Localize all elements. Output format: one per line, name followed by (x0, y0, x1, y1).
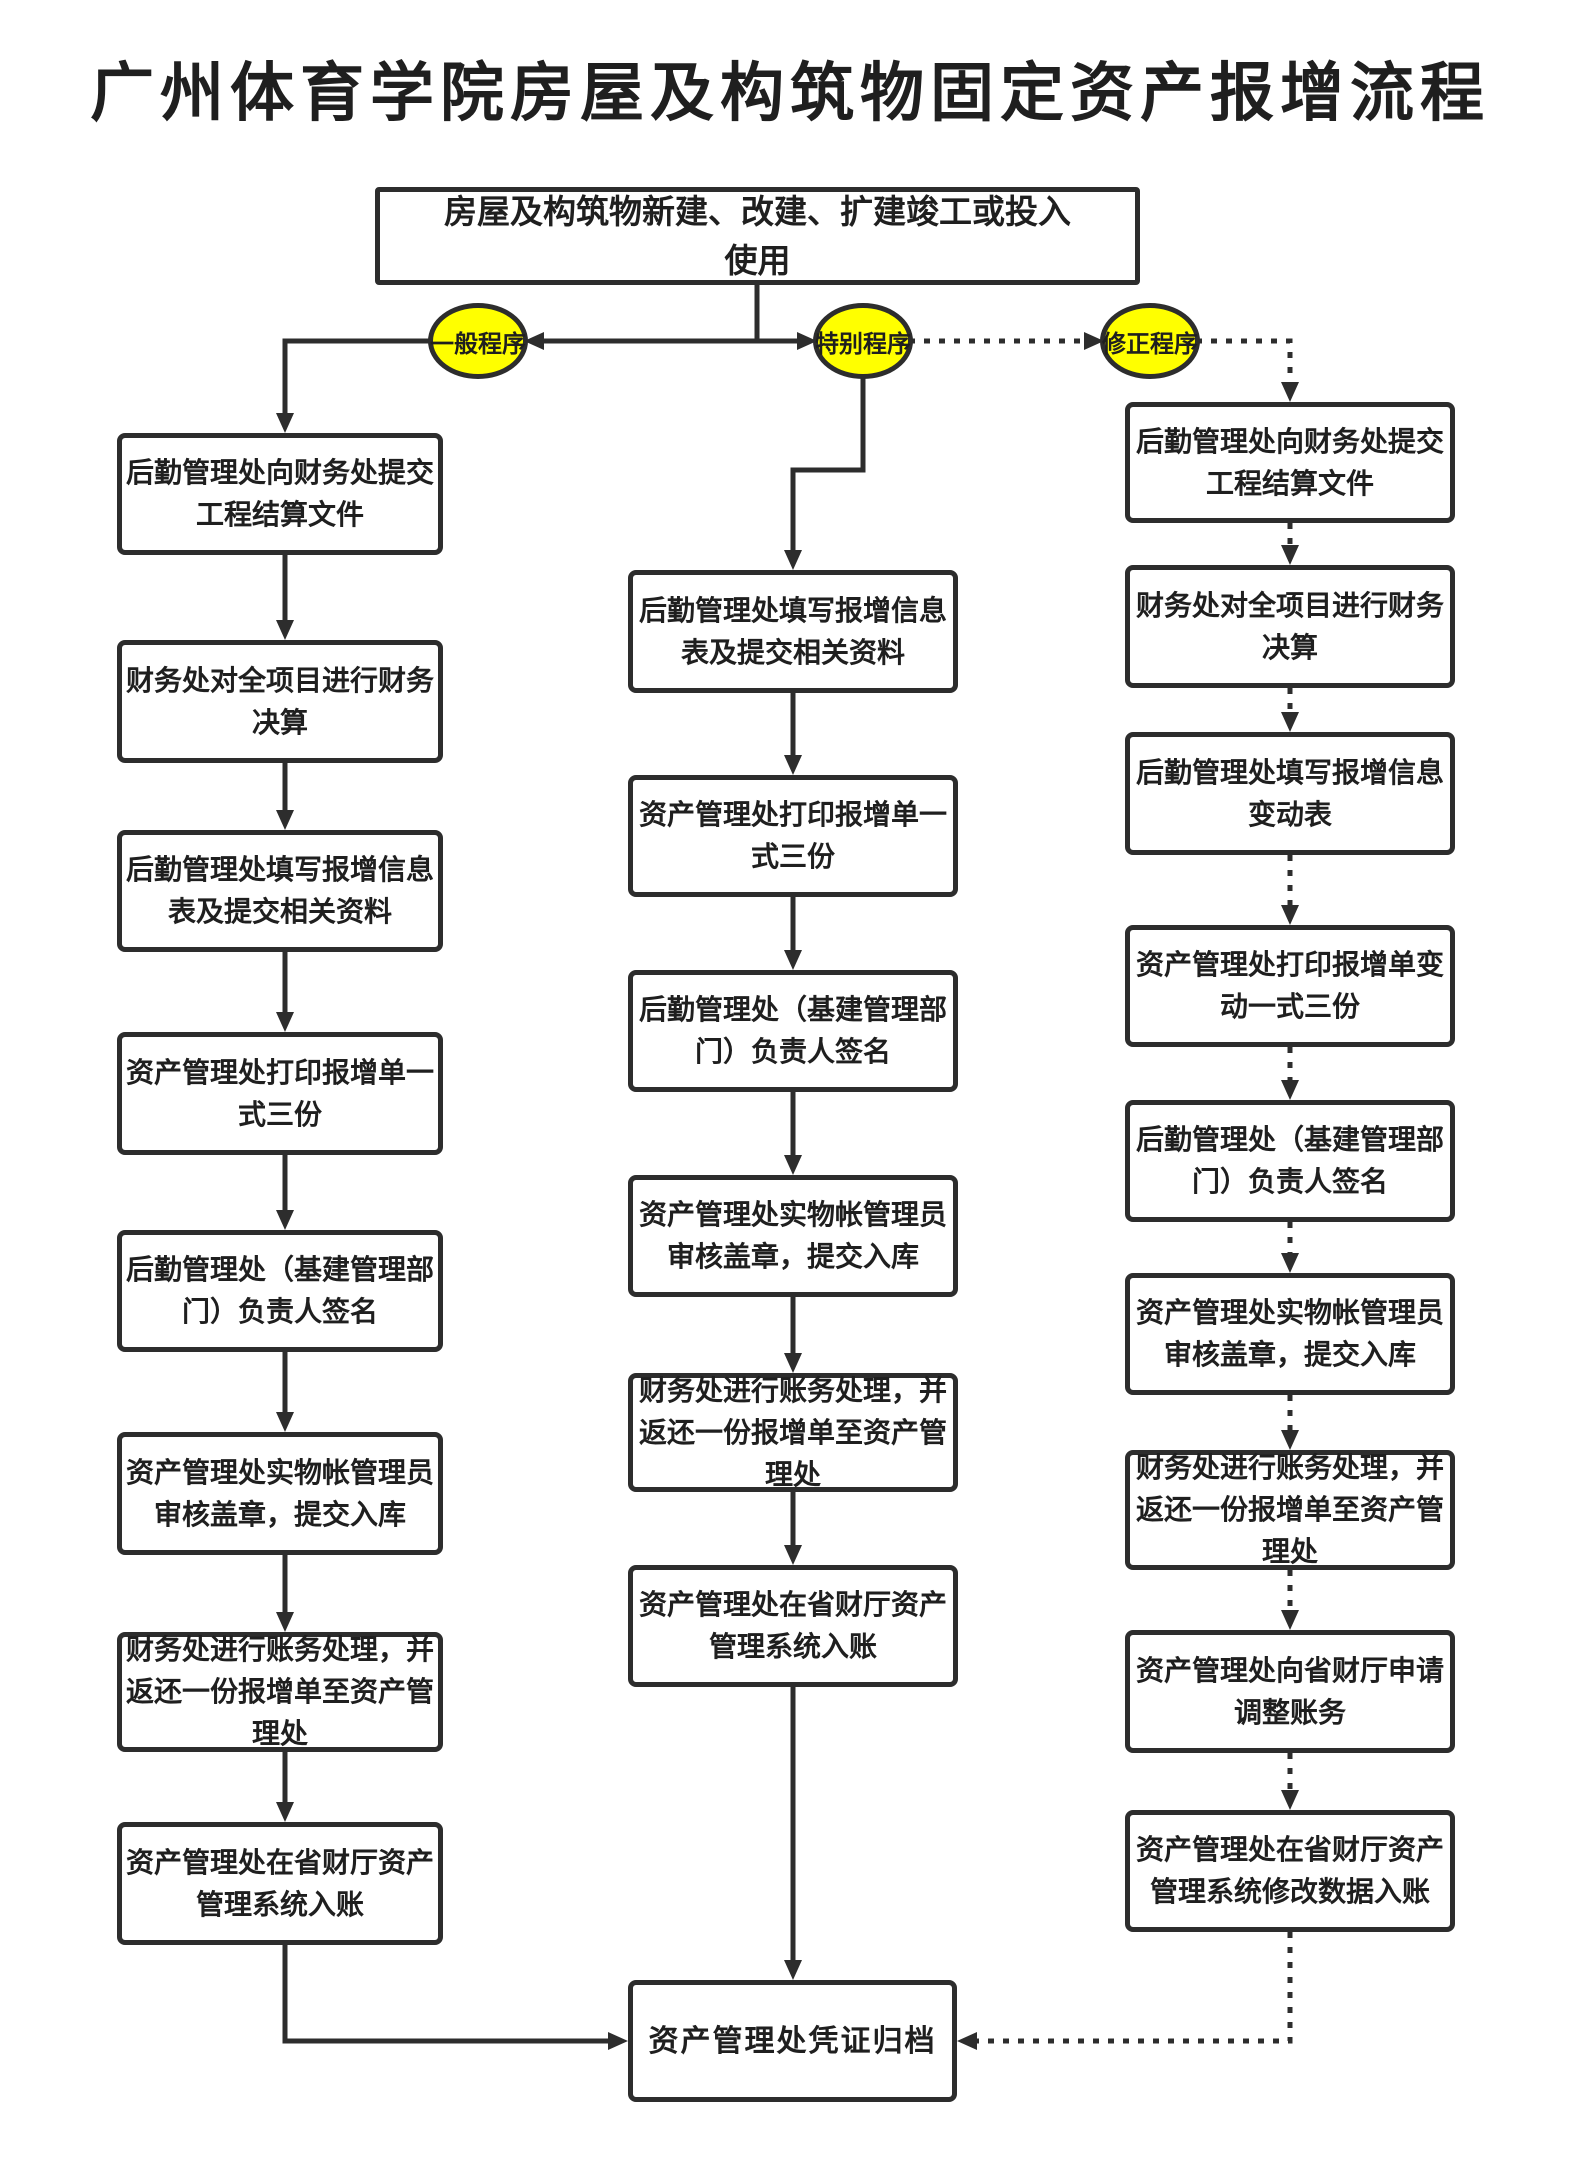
step-general-8: 资产管理处在省财厅资产管理系统入账 (117, 1822, 443, 1945)
step-general-2: 财务处对全项目进行财务决算 (117, 640, 443, 763)
step-special-1: 后勤管理处填写报增信息表及提交相关资料 (628, 570, 958, 693)
step-general-5: 后勤管理处（基建管理部门）负责人签名 (117, 1230, 443, 1352)
step-special-2: 资产管理处打印报增单一式三份 (628, 775, 958, 897)
step-special-4: 资产管理处实物帐管理员审核盖章，提交入库 (628, 1175, 958, 1297)
step-general-1: 后勤管理处向财务处提交工程结算文件 (117, 433, 443, 555)
start-node: 房屋及构筑物新建、改建、扩建竣工或投入使用 (375, 187, 1140, 285)
end-node: 资产管理处凭证归档 (628, 1980, 957, 2102)
branch-revision: 修正程序 (1100, 303, 1200, 379)
step-general-7: 财务处进行账务处理，并返还一份报增单至资产管理处 (117, 1632, 443, 1752)
step-general-3: 后勤管理处填写报增信息表及提交相关资料 (117, 830, 443, 952)
step-revision-5: 后勤管理处（基建管理部门）负责人签名 (1125, 1100, 1455, 1222)
step-special-3: 后勤管理处（基建管理部门）负责人签名 (628, 970, 958, 1092)
step-revision-7: 财务处进行账务处理，并返还一份报增单至资产管理处 (1125, 1450, 1455, 1570)
branch-special: 特别程序 (813, 303, 913, 379)
step-revision-2: 财务处对全项目进行财务决算 (1125, 565, 1455, 688)
step-general-4: 资产管理处打印报增单一式三份 (117, 1032, 443, 1155)
step-revision-4: 资产管理处打印报增单变动一式三份 (1125, 925, 1455, 1047)
step-revision-6: 资产管理处实物帐管理员审核盖章，提交入库 (1125, 1273, 1455, 1395)
dotted-connector-lines (909, 338, 1293, 2044)
step-revision-1: 后勤管理处向财务处提交工程结算文件 (1125, 402, 1455, 523)
step-general-6: 资产管理处实物帐管理员审核盖章，提交入库 (117, 1432, 443, 1555)
step-special-5: 财务处进行账务处理，并返还一份报增单至资产管理处 (628, 1373, 958, 1492)
step-revision-8: 资产管理处向省财厅申请调整账务 (1125, 1630, 1455, 1753)
branch-general: 一般程序 (428, 303, 528, 379)
solid-connector-lines (282, 285, 866, 2044)
page-title: 广州体育学院房屋及构筑物固定资产报增流程 (90, 57, 1490, 129)
step-revision-3: 后勤管理处填写报增信息变动表 (1125, 732, 1455, 855)
step-special-6: 资产管理处在省财厅资产管理系统入账 (628, 1565, 958, 1687)
step-revision-9: 资产管理处在省财厅资产管理系统修改数据入账 (1125, 1810, 1455, 1932)
